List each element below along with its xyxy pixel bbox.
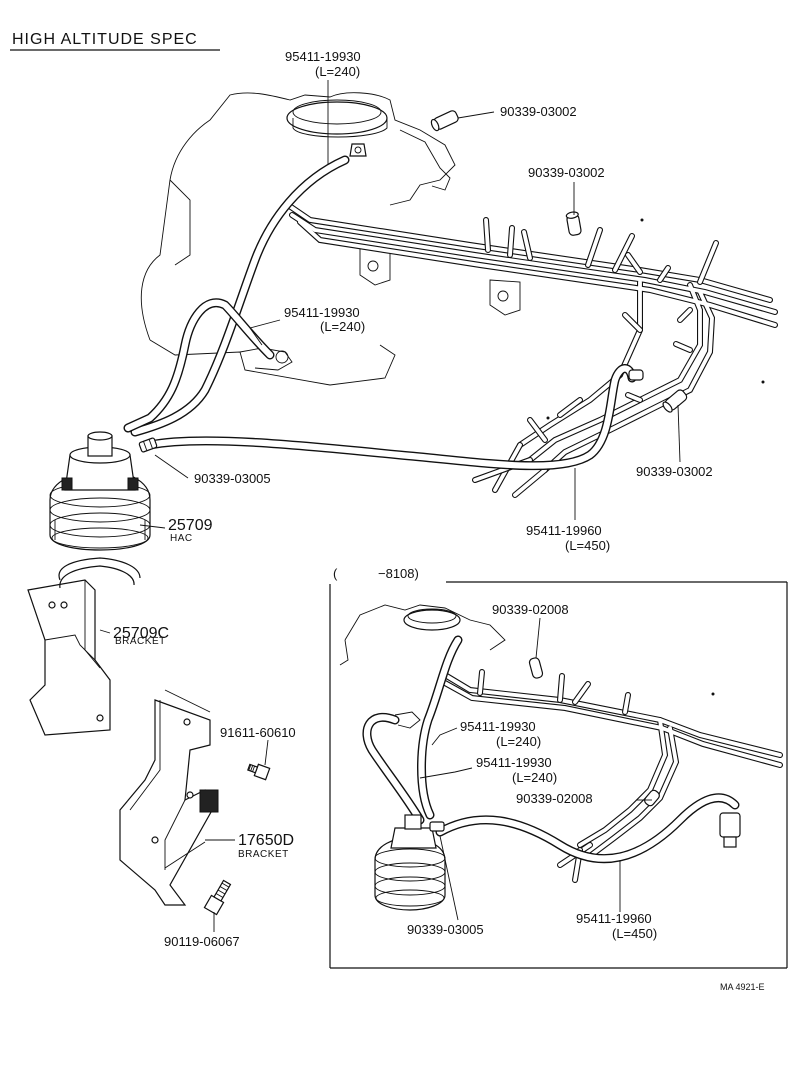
engine-outline xyxy=(140,92,521,386)
bolt-91611 xyxy=(247,763,271,781)
bracket2-name-label: BRACKET xyxy=(238,849,289,860)
union-hac-label: 90339-03005 xyxy=(194,471,271,486)
page-title: HIGH ALTITUDE SPEC xyxy=(12,31,198,48)
inset-hose-long-part-label: 95411-19960 xyxy=(576,911,652,926)
vacuum-caps-main xyxy=(138,110,688,453)
inset-hose2-part-label: 95411-19930 xyxy=(476,755,552,770)
inset-cap-part-label: 90339-02008 xyxy=(492,602,569,617)
inset-frame: ( −8108) xyxy=(326,564,788,969)
hose-long-length-label: (L=450) xyxy=(565,538,610,553)
callouts-main: 95411-19930 (L=240) 90339-03002 90339-03… xyxy=(113,49,713,949)
vacuum-cap-mid xyxy=(565,211,582,236)
inset-hac-valve xyxy=(374,814,446,911)
hose-mid-part-label: 95411-19930 xyxy=(284,305,360,320)
bracket-25709c xyxy=(27,557,141,736)
bolt1-part-label: 91611-60610 xyxy=(220,725,296,740)
hose-union-main xyxy=(138,437,158,453)
inset-cap-mid xyxy=(644,789,660,807)
bolt-90119 xyxy=(203,879,232,916)
cap-top-right-label: 90339-03002 xyxy=(500,104,577,119)
inset-cap2-part-label: 90339-02008 xyxy=(516,791,593,806)
inset-hose-long-length-label: (L=450) xyxy=(612,926,657,941)
leader-lines-main xyxy=(99,80,681,932)
inset-union-part-label: 90339-03005 xyxy=(407,922,484,937)
bracket1-part-label: 25709C xyxy=(113,625,169,642)
bolt2-part-label: 90119-06067 xyxy=(164,934,240,949)
vacuum-cap-right xyxy=(662,389,688,413)
cap-right-label: 90339-03002 xyxy=(636,464,713,479)
inset-hose1-length-label: (L=240) xyxy=(496,734,541,749)
inset-range-open: ( xyxy=(333,566,338,581)
air-cleaner-top xyxy=(286,101,388,135)
bracket2-part-label: 17650D xyxy=(238,832,294,849)
bracket-17650d xyxy=(119,689,219,906)
inset-hose1-part-label: 95411-19930 xyxy=(460,719,536,734)
title-block: HIGH ALTITUDE SPEC xyxy=(10,31,220,51)
inset-hose2-length-label: (L=240) xyxy=(512,770,557,785)
hac-name-label: HAC xyxy=(170,533,193,544)
hose-long-part-label: 95411-19960 xyxy=(526,523,602,538)
hose-top-part-label: 95411-19930 xyxy=(285,49,361,64)
inset-cap-top xyxy=(528,657,544,679)
inset-diagram: 90339-02008 95411-19930 (L=240) 95411-19… xyxy=(339,602,783,941)
hac-valve xyxy=(49,431,151,551)
hose-mid-length-label: (L=240) xyxy=(320,319,365,334)
vacuum-cap-top-right xyxy=(430,110,459,132)
pipe-stubs xyxy=(472,217,719,498)
cap-mid-label: 90339-03002 xyxy=(528,165,605,180)
hose-top-length-label: (L=240) xyxy=(315,64,360,79)
hoses-main xyxy=(123,155,637,471)
hac-part-label: 25709 xyxy=(168,517,213,534)
drawing-code: MA 4921-E xyxy=(720,982,765,992)
bracket1-name-label: BRACKET xyxy=(115,636,166,647)
inset-range-end: −8108) xyxy=(378,566,419,581)
